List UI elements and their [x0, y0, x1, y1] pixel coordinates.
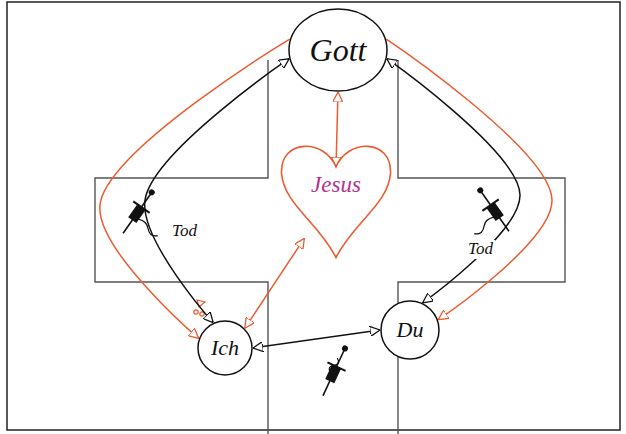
circle-outline [289, 9, 387, 91]
love-arrow [386, 39, 552, 320]
node-label: Jesus [311, 172, 361, 198]
node-label: Ich [211, 335, 239, 361]
frame [7, 2, 620, 430]
love-arrow [100, 39, 290, 338]
you-circle: Du [380, 300, 440, 360]
circle-outline [198, 321, 252, 375]
node-label: Du [397, 317, 424, 343]
love-arrow [336, 92, 338, 167]
cross-outline [95, 60, 565, 434]
heart-outline [281, 146, 390, 257]
sword-symbol [314, 341, 355, 399]
node-label: Gott [310, 32, 367, 69]
love-arrow [245, 238, 305, 328]
node-outline [278, 136, 394, 260]
sword-symbol [454, 182, 517, 248]
relation-arrow [387, 59, 520, 303]
death-label: Tod [170, 222, 199, 241]
death-label: Tod [466, 240, 495, 259]
self-circle: Ich [197, 320, 253, 376]
jesus-heart: Jesus [278, 136, 394, 260]
god-circle: Gott [288, 8, 388, 92]
circle-outline [381, 301, 439, 359]
relation-arrow [145, 59, 289, 323]
relation-arrow [253, 330, 380, 348]
